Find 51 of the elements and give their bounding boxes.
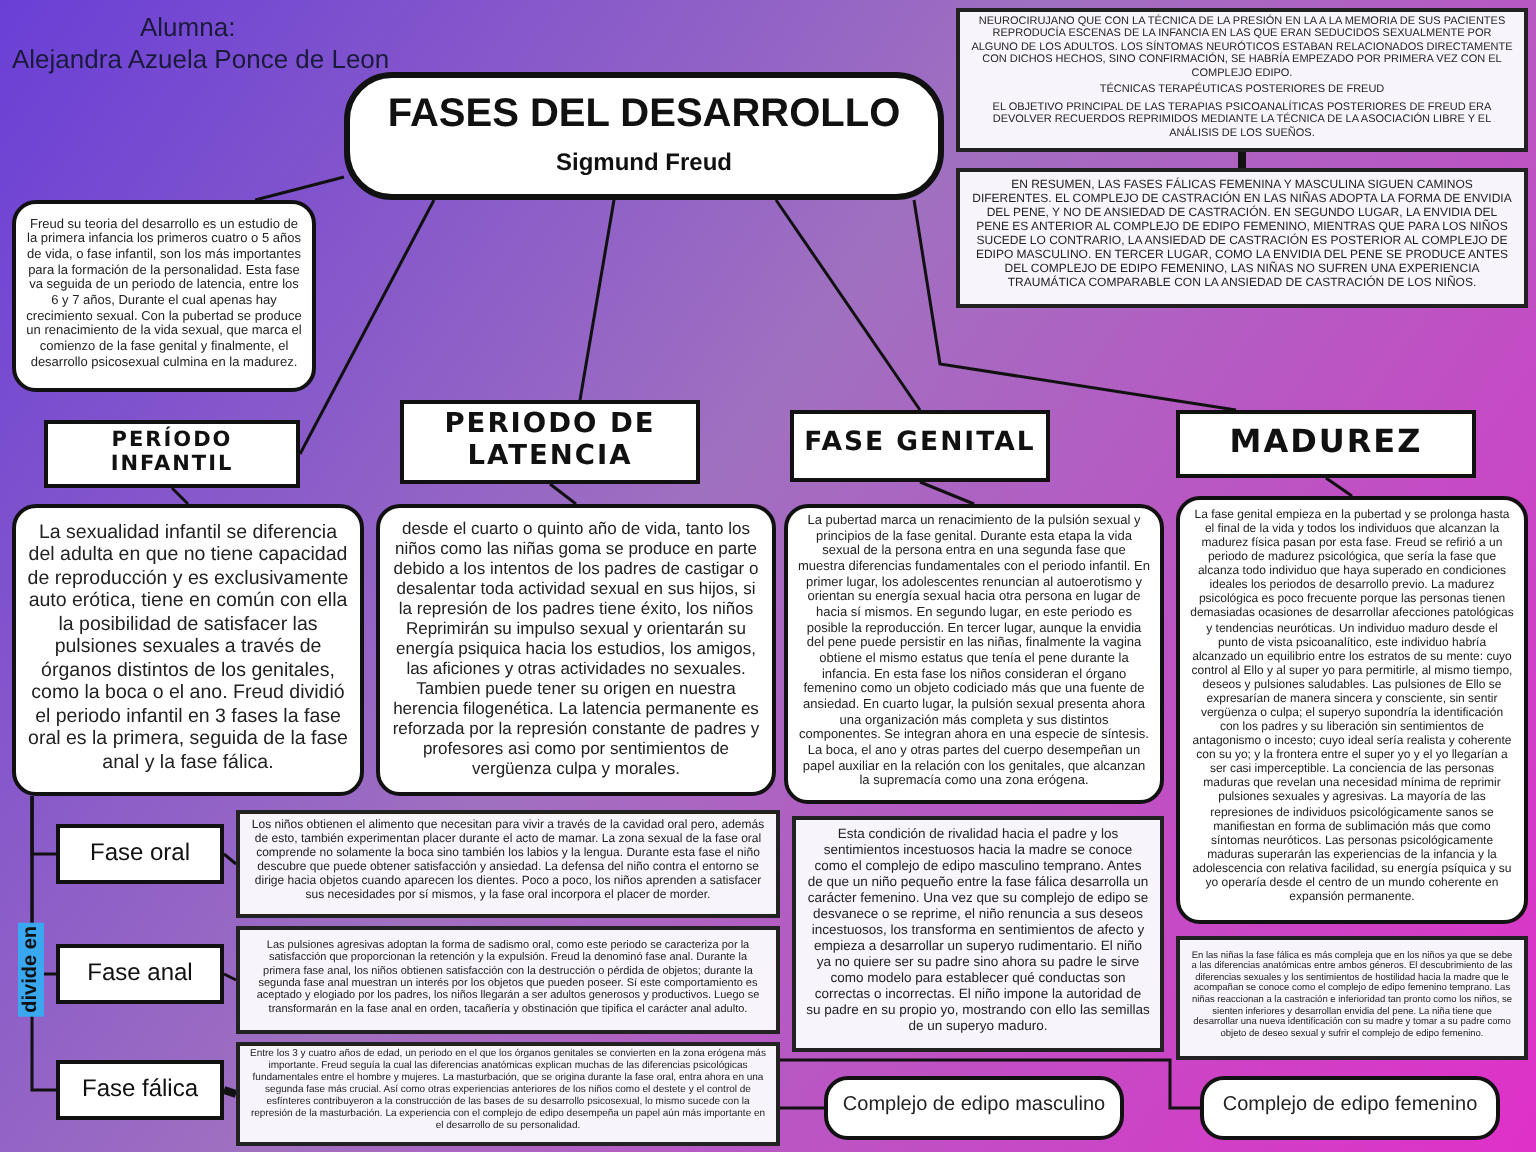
text-card <box>12 200 316 392</box>
connector-line <box>774 199 922 411</box>
connector-line <box>919 480 975 506</box>
phase-box <box>56 1060 224 1120</box>
title-box <box>344 72 944 200</box>
note-card <box>236 810 780 918</box>
heading-text: FASE GENITAL <box>804 428 1036 460</box>
paragraph: desde el cuarto o quinto año de vida, tanto los niños como las niñas goma se produce en parte debido a los intentos de los padres de castigar o desalentar toda actividad sexual en sus hijos, si la represión de los padres tiene éxito, los niños Reprimirán su impulso sexual y orientarán su energía psiquica hacia los estudios, los amigos, las aficiones y otras actividades no sexuales. Tambien puede tener su origen en nuestra herencia filogenética. La latencia permanente es reforzada por la represión constante de padres y profesores asi como por sentimientos de vergüenza culpa y morales. <box>390 517 762 779</box>
connector-line <box>549 482 577 506</box>
note-card <box>236 926 780 1034</box>
heading-box <box>790 410 1050 482</box>
author-label: Alejandra Azuela Ponce de Leon <box>12 44 390 74</box>
edge-label: divide en <box>18 921 45 1016</box>
heading-box <box>400 400 700 484</box>
note-card <box>236 1042 780 1146</box>
author-label: Alumna: <box>140 12 236 42</box>
text-card <box>1200 1076 1500 1140</box>
note-card <box>792 816 1164 1052</box>
paragraph: Complejo de edipo femenino <box>1222 1094 1478 1118</box>
paragraph: Fase fálica <box>81 1073 199 1103</box>
heading-box <box>44 420 300 488</box>
heading-box <box>1176 410 1476 478</box>
connector-line <box>1238 152 1246 168</box>
connector-line <box>298 199 436 455</box>
phase-box <box>56 944 224 1004</box>
phase-box <box>56 824 224 884</box>
note-card <box>956 168 1528 308</box>
text-card <box>12 504 364 796</box>
connector-line <box>778 1058 1200 1110</box>
connector-line <box>578 199 616 401</box>
connector-line <box>222 1086 238 1098</box>
note-card <box>1176 936 1528 1060</box>
connector-line <box>780 1106 824 1110</box>
paragraph: La sexualidad infantil se diferencia del adulta en que no tiene capacidad de reproducción y es exclusivamente auto erótica, tiene en común con ella la posibilidad de satisfacer las pulsiones sexuales a través de órganos distintos de los genitales, como la boca o el ano. Freud dividió el periodo infantil en 3 fases la fase oral es la primera, seguida de la fase anal y la fase fálica. <box>26 521 350 775</box>
heading-text: MADUREZ <box>1229 423 1423 461</box>
text-card <box>376 504 776 796</box>
connector-line <box>223 972 237 982</box>
title-text: FASES DEL DESARROLLO <box>387 92 901 140</box>
subtitle-text: Sigmund Freud <box>556 147 732 176</box>
connector-line <box>1325 476 1353 498</box>
heading-text: PERIODO DE LATENCIA <box>442 407 658 473</box>
text-card <box>824 1076 1124 1140</box>
connector-line <box>912 199 1237 412</box>
connector-line <box>254 175 345 202</box>
note-card <box>956 8 1528 152</box>
paragraph: Complejo de edipo masculino <box>842 1094 1106 1118</box>
heading-text: PERÍODO INFANTIL <box>108 427 236 477</box>
paragraph: Fase anal <box>87 957 193 987</box>
connector-line <box>170 486 190 506</box>
connector-line <box>223 852 237 866</box>
paragraph: Fase oral <box>89 837 191 867</box>
